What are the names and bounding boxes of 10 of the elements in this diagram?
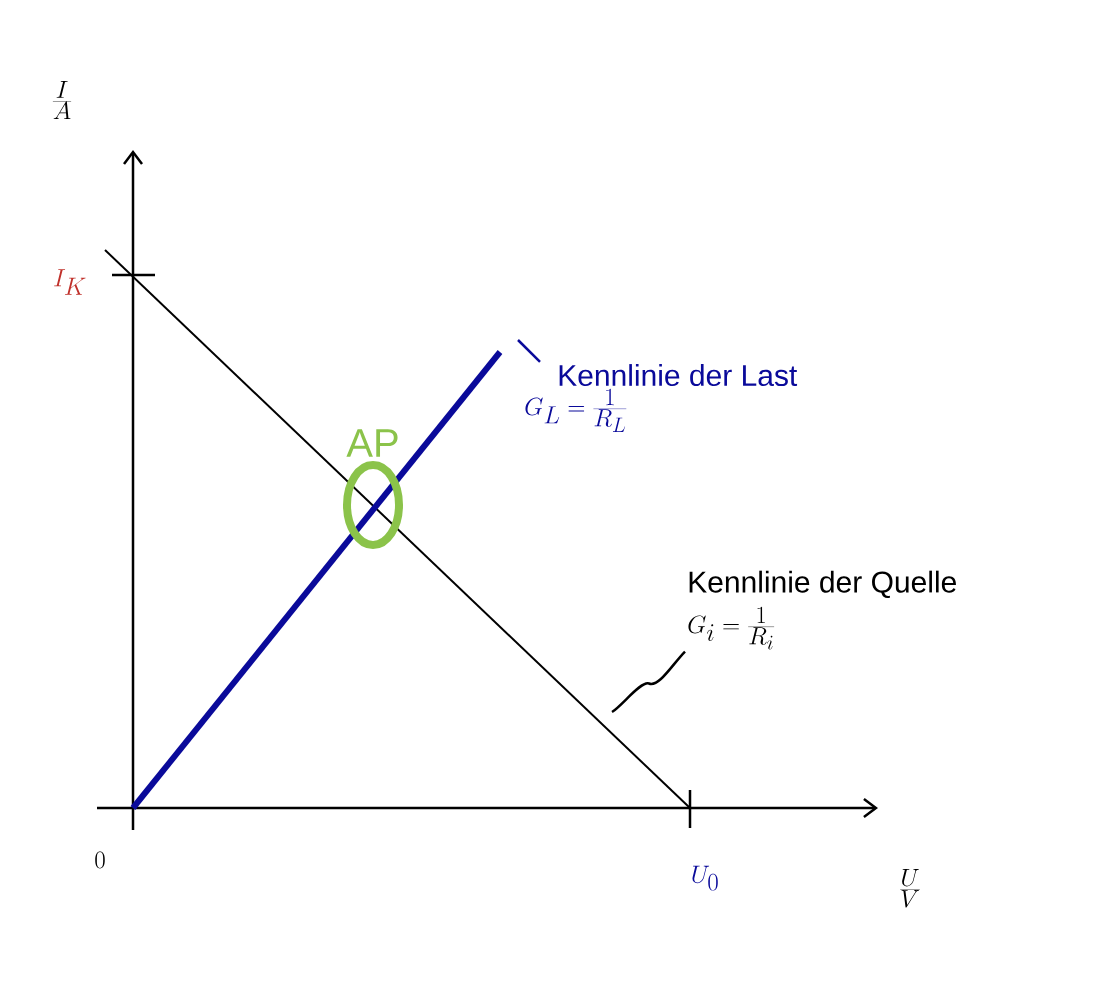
axis-label: $U_0$ [692,865,718,891]
leader-line [517,339,541,363]
characteristic-label: Kennlinie der Last $G_L = \frac{1}{R_L}$ [525,364,798,432]
axis-label: $I_K$ [54,269,86,295]
characteristic-label: Kennlinie der Quelle $G_i = \frac{1}{R_i}$ [688,570,956,650]
axis-label: $0$ [95,851,105,869]
axis-label: $\frac{U}{V}$ [900,868,920,908]
leader-line [611,650,686,714]
node-label: AP [346,429,398,457]
axis-label: $\frac{I}{A}$ [52,80,72,120]
